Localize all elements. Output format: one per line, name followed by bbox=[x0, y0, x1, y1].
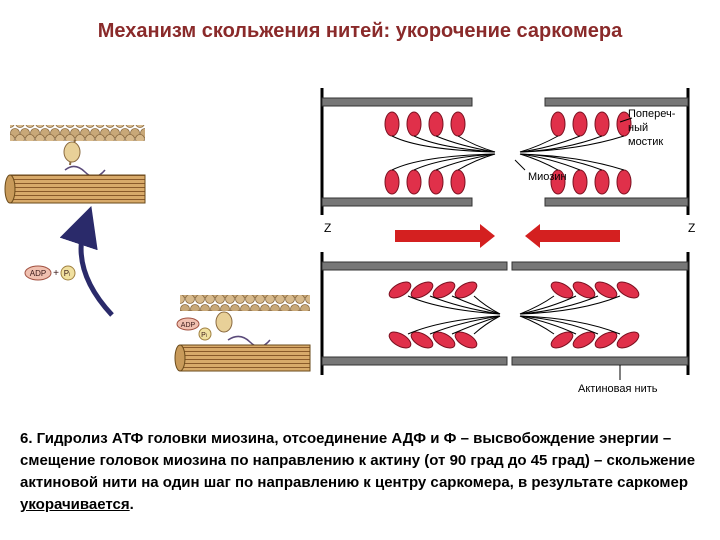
myosin-heads-contracted bbox=[388, 281, 640, 349]
actin-bottom-right bbox=[544, 197, 689, 207]
cross-bridge-label-2: ный bbox=[628, 122, 648, 134]
cross-bridge-label-3: мостик bbox=[628, 136, 663, 148]
myosin-label: Миозин bbox=[528, 171, 567, 183]
myosin-heads-relaxed bbox=[384, 111, 632, 195]
actin-filament-bottom bbox=[180, 295, 310, 311]
z-label-right: Z bbox=[688, 221, 695, 235]
pi-circle bbox=[60, 265, 76, 281]
pi-label: Pi bbox=[64, 269, 70, 278]
actin-bottom-right-contracted bbox=[511, 356, 689, 366]
actin-top-left-contracted bbox=[321, 261, 508, 271]
caption-underlined-word: укорачивается bbox=[20, 496, 130, 513]
caption: 6. Гидролиз АТФ головки миозина, отсоеди… bbox=[20, 428, 710, 516]
adp-pi-group: ADP + Pi bbox=[24, 265, 76, 281]
red-arrow-left bbox=[525, 224, 620, 248]
slide-title: Механизм скольжения нитей: укорочение са… bbox=[97, 20, 623, 42]
myosin-pointer bbox=[514, 159, 526, 171]
myosin-necks-relaxed bbox=[391, 135, 625, 171]
adp-oval-lower bbox=[176, 317, 200, 331]
adp-label-lower: ADP bbox=[181, 322, 196, 329]
red-arrow-right bbox=[395, 224, 495, 248]
thick-filament-top bbox=[4, 174, 146, 204]
actin-bottom-left-contracted bbox=[321, 356, 508, 366]
left-top-filament-illustration bbox=[4, 125, 146, 204]
release-arrow bbox=[59, 206, 114, 317]
caption-text: 6. Гидролиз АТФ головки миозина, отсоеди… bbox=[20, 430, 696, 491]
actin-top-right bbox=[544, 97, 689, 107]
plus-sign: + bbox=[53, 268, 59, 279]
sarcomere-contracted bbox=[320, 252, 690, 380]
left-bottom-filament-illustration: ADP Pi bbox=[174, 295, 311, 372]
myosin-head-bottom bbox=[215, 311, 233, 333]
actin-filament-label: Актиновая нить bbox=[578, 383, 658, 395]
caption-end: . bbox=[129, 496, 134, 513]
myosin-necks-contracted bbox=[407, 295, 621, 335]
actin-bottom-left bbox=[321, 197, 473, 207]
myosin-head-top bbox=[63, 141, 81, 163]
thick-filament-bottom bbox=[174, 344, 311, 372]
pi-label-lower: Pi bbox=[201, 332, 207, 339]
adp-label: ADP bbox=[30, 269, 46, 278]
pi-circle-lower bbox=[198, 327, 212, 341]
z-label-left: Z bbox=[324, 221, 331, 235]
sarcomere-relaxed bbox=[320, 88, 690, 215]
adp-oval bbox=[24, 265, 52, 281]
cross-bridge-label-1: Попереч- bbox=[628, 108, 676, 120]
actin-top-right-contracted bbox=[511, 261, 689, 271]
actin-filament-top bbox=[10, 125, 145, 141]
sliding-filament-diagram: ADP + Pi ADP Pi bbox=[4, 88, 695, 395]
contraction-arrows bbox=[395, 224, 620, 248]
cross-bridge-pointer bbox=[619, 117, 633, 123]
actin-top-left bbox=[321, 97, 473, 107]
